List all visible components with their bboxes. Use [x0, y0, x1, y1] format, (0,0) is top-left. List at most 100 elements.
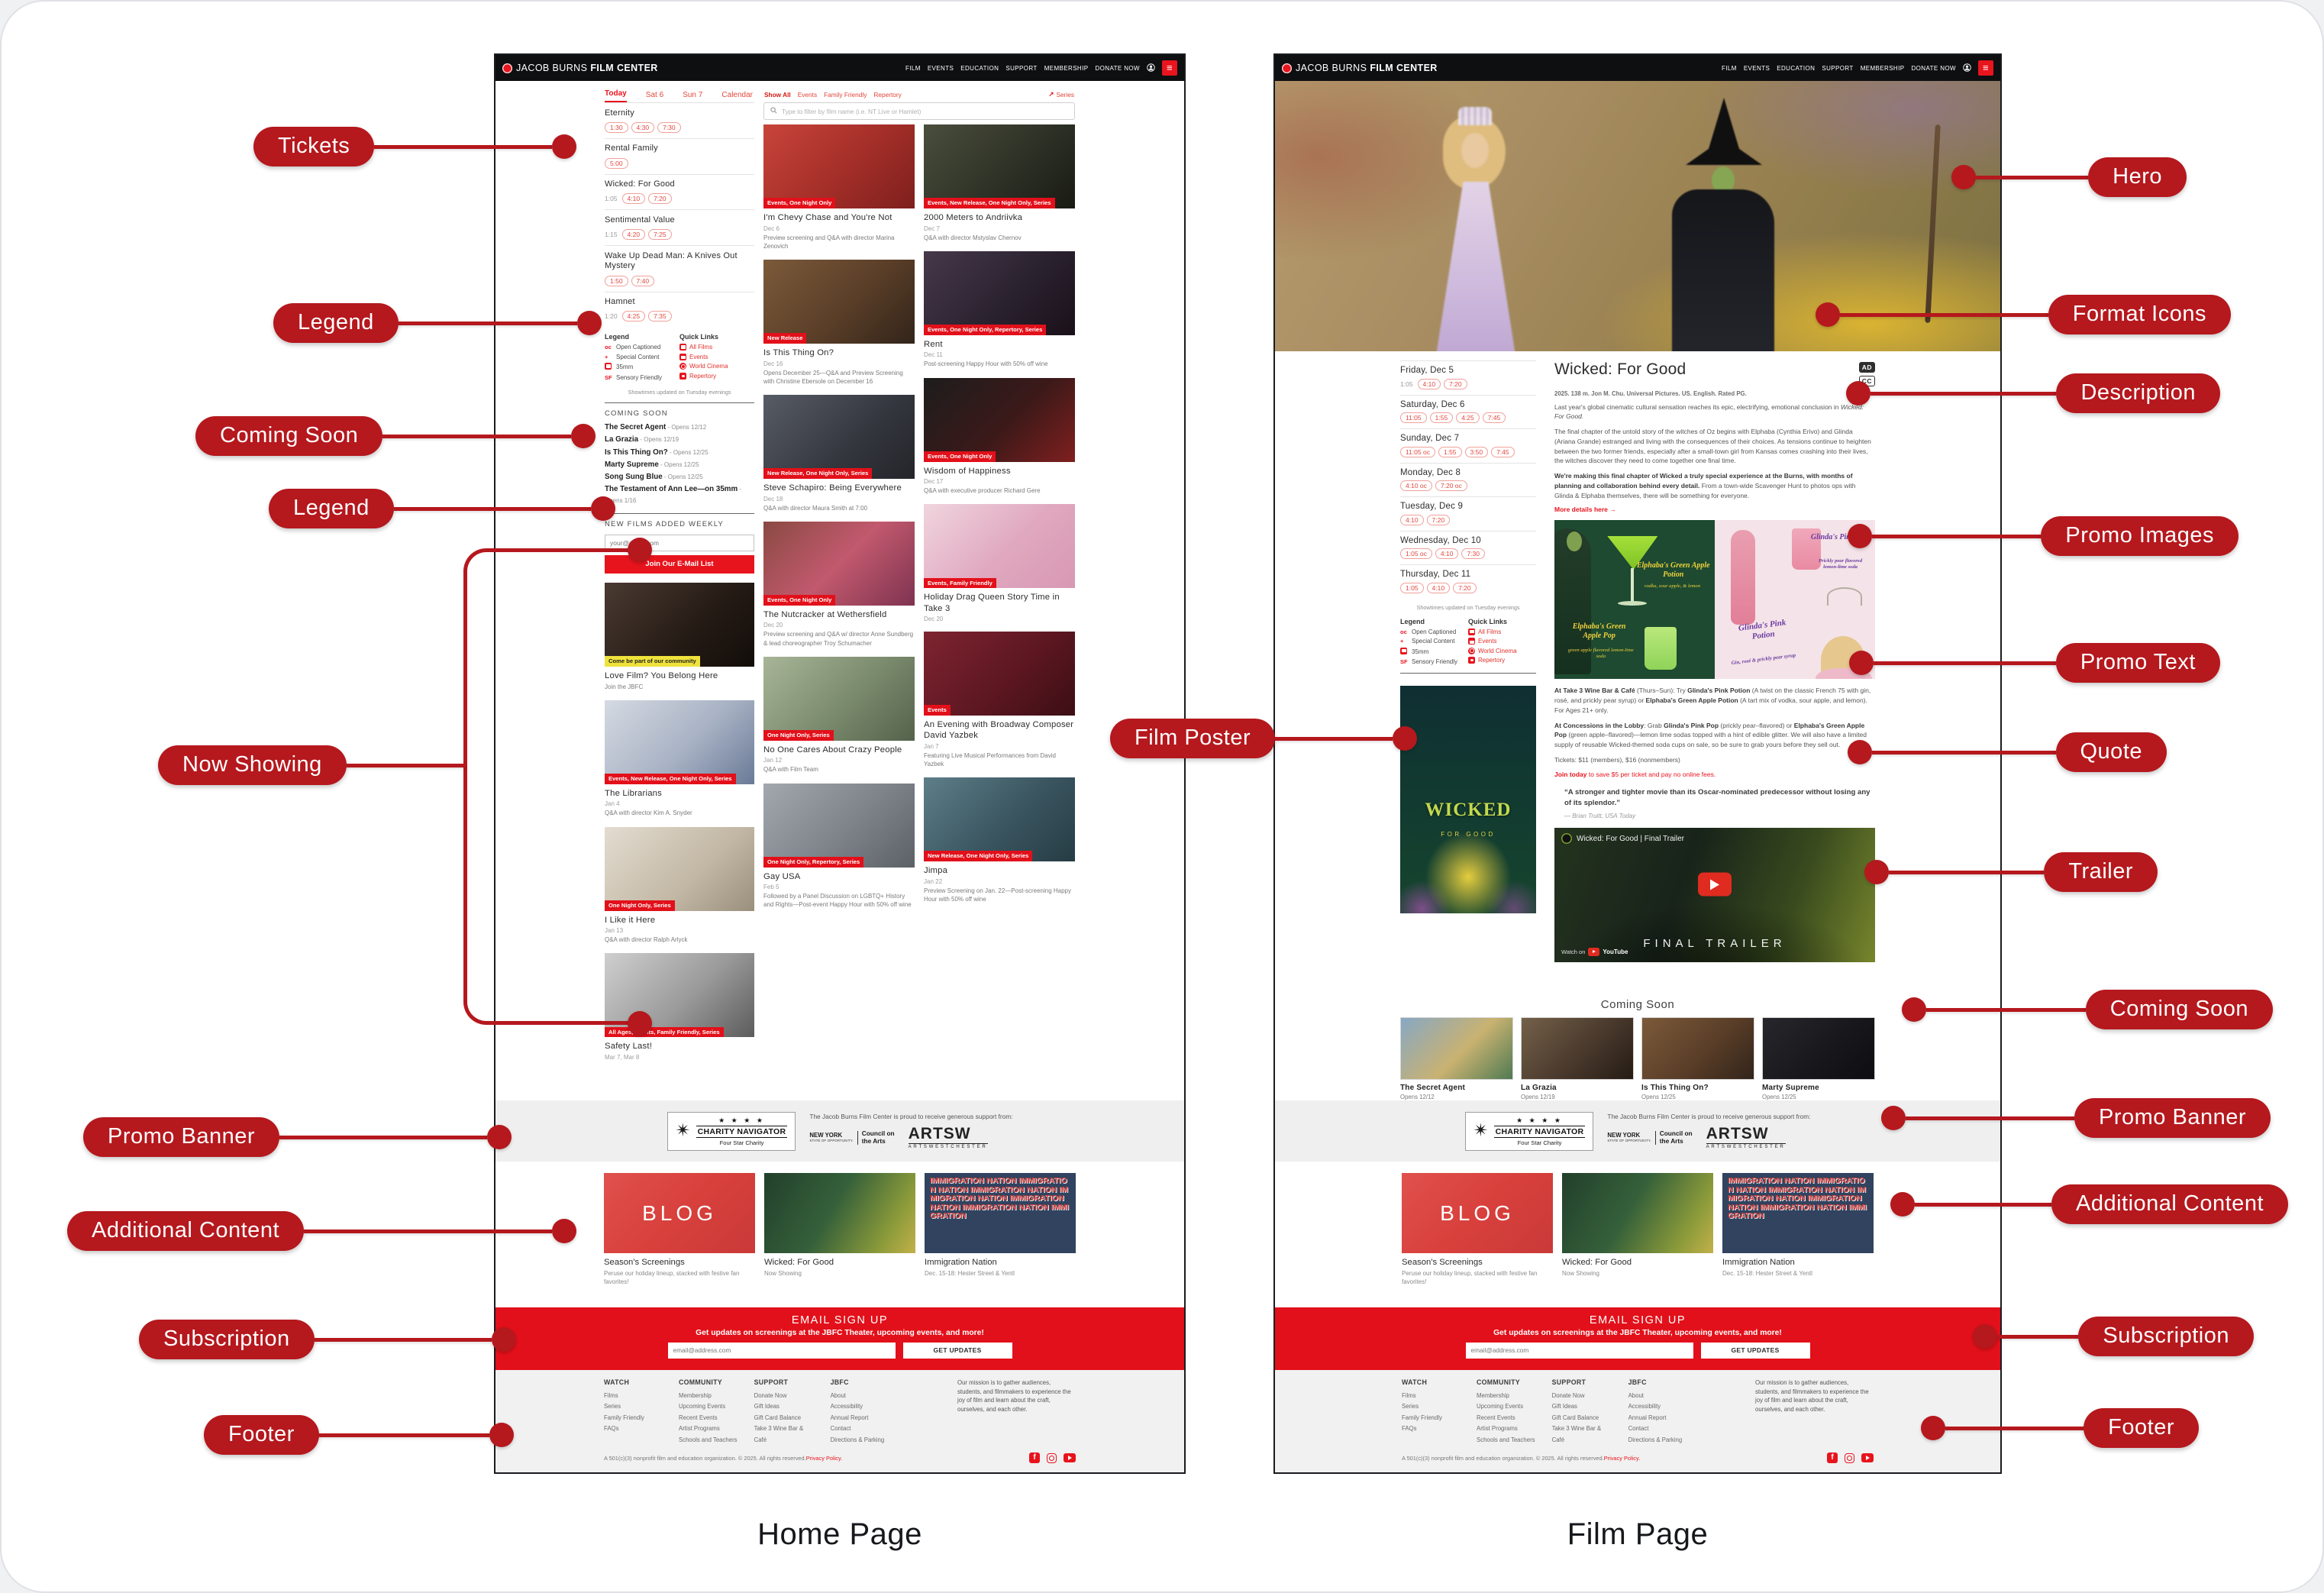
movie-card[interactable]: All Ages, Events, Family Friendly, Serie…	[605, 953, 754, 1061]
footer-link[interactable]: Donate Now	[754, 1392, 787, 1399]
nav-link-donate[interactable]: DONATE NOW	[1911, 64, 1956, 72]
showtime-pill[interactable]: 7:20	[1453, 582, 1477, 593]
movie-card[interactable]: One Night Only, Repertory, Series Gay US…	[763, 783, 915, 910]
footer-link[interactable]: FAQs	[604, 1425, 619, 1433]
showtime-pill[interactable]: 4:10	[1435, 548, 1459, 559]
showtime-pill[interactable]: 4:10	[621, 193, 646, 205]
menu-icon[interactable]: ≡	[1978, 60, 1993, 76]
movie-card[interactable]: Events, One Night Only Wisdom of Happine…	[924, 377, 1075, 496]
filter-repertory[interactable]: Repertory	[873, 90, 902, 99]
account-icon[interactable]	[1147, 63, 1155, 73]
footer-link[interactable]: Directions & Parking	[830, 1436, 885, 1443]
email-input[interactable]	[1465, 1342, 1693, 1359]
instagram-icon[interactable]	[1047, 1452, 1057, 1463]
showtime-pill[interactable]: 7:30	[657, 121, 681, 133]
footer-link[interactable]: Family Friendly	[604, 1414, 644, 1421]
coming-soon-item[interactable]: Is This Thing On? - Opens 12/25	[605, 448, 708, 457]
footer-link[interactable]: Directions & Parking	[1628, 1436, 1683, 1443]
blog-card[interactable]: BLOG Season's Screenings Peruse our holi…	[1402, 1173, 1553, 1307]
showtime-pill[interactable]: 11:05 oc	[1400, 446, 1435, 457]
film-title[interactable]: Wake Up Dead Man: A Knives Out Mystery	[605, 250, 738, 271]
tab-today[interactable]: Today	[605, 89, 627, 102]
footer-link[interactable]: Films	[1402, 1392, 1416, 1399]
menu-icon[interactable]: ≡	[1162, 60, 1177, 76]
coming-soon-item[interactable]: The Testament of Ann Lee—on 35mm - Opens…	[605, 485, 742, 504]
footer-link[interactable]: Recent Events	[679, 1414, 718, 1421]
footer-link[interactable]: Series	[1402, 1403, 1419, 1410]
join-today-link[interactable]: Join today to save $5 per ticket and pay…	[1554, 770, 1716, 778]
showtime-pill[interactable]: 4:10	[1426, 582, 1451, 593]
footer-link[interactable]: Upcoming Events	[1477, 1403, 1524, 1410]
get-updates-button[interactable]: GET UPDATES	[1700, 1342, 1810, 1359]
quicklink-repertory[interactable]: Repertory	[1468, 657, 1536, 664]
nav-link-education[interactable]: EDUCATION	[960, 64, 999, 72]
coming-soon-card[interactable]: Marty Supreme Opens 12/25	[1762, 1017, 1875, 1100]
nav-link-film[interactable]: FILM	[905, 64, 921, 72]
footer-link[interactable]: Accessibility	[1628, 1403, 1661, 1410]
footer-link[interactable]: Recent Events	[1477, 1414, 1515, 1421]
showtime-pill[interactable]: 1:05	[1400, 582, 1424, 593]
privacy-policy-link[interactable]: Privacy Policy.	[1603, 1454, 1641, 1462]
nav-link-donate[interactable]: DONATE NOW	[1095, 64, 1140, 72]
movie-card[interactable]: New Release, One Night Only, Series Jimp…	[924, 777, 1075, 903]
more-details-link[interactable]: More details here →	[1554, 506, 1616, 514]
coming-soon-card[interactable]: Is This Thing On? Opens 12/25	[1641, 1017, 1754, 1100]
movie-card[interactable]: Events, Family Friendly Holiday Drag Que…	[924, 504, 1075, 622]
blog-card[interactable]: BLOG Season's Screenings Peruse our holi…	[604, 1173, 755, 1307]
film-title[interactable]: Rental Family	[605, 144, 658, 153]
footer-link[interactable]: Membership	[1477, 1392, 1509, 1399]
footer-link[interactable]: Upcoming Events	[679, 1403, 726, 1410]
coming-soon-card[interactable]: The Secret Agent Opens 12/12	[1400, 1017, 1513, 1100]
film-title[interactable]: Eternity	[605, 108, 634, 118]
footer-link[interactable]: Annual Report	[1628, 1414, 1667, 1421]
movie-card[interactable]: Events, One Night Only, Repertory, Serie…	[924, 250, 1075, 369]
footer-link[interactable]: Artist Programs	[679, 1425, 720, 1433]
footer-link[interactable]: Take 3 Wine Bar & Café	[1551, 1425, 1602, 1443]
blog-card[interactable]: Wicked: For Good Now Showing	[764, 1173, 915, 1307]
showtime-pill[interactable]: 7:40	[631, 275, 655, 286]
blog-card[interactable]: Wicked: For Good Now Showing	[1562, 1173, 1713, 1307]
coming-soon-item[interactable]: The Secret Agent - Opens 12/12	[605, 423, 707, 432]
quicklink-world-cinema[interactable]: World Cinema	[679, 363, 754, 370]
showtime-pill[interactable]: 1:50	[605, 275, 628, 286]
coming-soon-card[interactable]: La Grazia Opens 12/19	[1521, 1017, 1634, 1100]
nav-link-film[interactable]: FILM	[1721, 64, 1737, 72]
nav-link-membership[interactable]: MEMBERSHIP	[1044, 64, 1089, 72]
quicklink-world-cinema[interactable]: World Cinema	[1468, 647, 1536, 654]
privacy-policy-link[interactable]: Privacy Policy.	[805, 1454, 843, 1462]
footer-link[interactable]: Films	[604, 1392, 618, 1399]
quicklink-all-films[interactable]: All Films	[679, 344, 754, 351]
showtime-pill[interactable]: 5:00	[605, 157, 628, 169]
showtime-pill[interactable]: 7:25	[648, 229, 672, 240]
showtime-pill[interactable]: 7:45	[1482, 412, 1506, 423]
footer-link[interactable]: Accessibility	[830, 1403, 863, 1410]
quicklink-events[interactable]: Events	[679, 353, 754, 360]
footer-link[interactable]: Take 3 Wine Bar & Café	[754, 1425, 804, 1443]
movie-card[interactable]: New Release Is This Thing On? Dec 16 Ope…	[763, 259, 915, 386]
trailer-video[interactable]: Wicked: For Good | Final Trailer Watch o…	[1554, 828, 1875, 963]
movie-card[interactable]: New Release, One Night Only, Series Stev…	[763, 394, 915, 512]
quicklink-events[interactable]: Events	[1468, 638, 1536, 645]
showtime-pill[interactable]: 4:30	[631, 121, 655, 133]
footer-link[interactable]: Artist Programs	[1477, 1425, 1518, 1433]
showtime-pill[interactable]: 7:20 oc	[1435, 480, 1467, 491]
nav-link-events[interactable]: EVENTS	[927, 64, 954, 72]
tab-sun[interactable]: Sun 7	[683, 91, 703, 99]
footer-link[interactable]: About	[1628, 1392, 1644, 1399]
instagram-icon[interactable]	[1845, 1452, 1854, 1463]
youtube-icon[interactable]	[1861, 1453, 1874, 1463]
facebook-icon[interactable]: f	[1029, 1452, 1040, 1464]
movie-card[interactable]: Events, New Release, One Night Only, Ser…	[924, 124, 1075, 242]
footer-link[interactable]: Donate Now	[1551, 1392, 1585, 1399]
showtime-pill[interactable]: 3:50	[1464, 446, 1489, 457]
showtime-pill[interactable]: 7:20	[648, 193, 672, 205]
showtime-pill[interactable]: 1:55	[1438, 446, 1462, 457]
footer-link[interactable]: Gift Ideas	[754, 1403, 780, 1410]
get-updates-button[interactable]: GET UPDATES	[902, 1342, 1012, 1359]
showtime-pill[interactable]: 7:30	[1461, 548, 1485, 559]
film-title[interactable]: Wicked: For Good	[605, 179, 675, 189]
footer-link[interactable]: Family Friendly	[1402, 1414, 1442, 1421]
tab-calendar[interactable]: Calendar	[721, 91, 753, 99]
footer-link[interactable]: Membership	[679, 1392, 712, 1399]
